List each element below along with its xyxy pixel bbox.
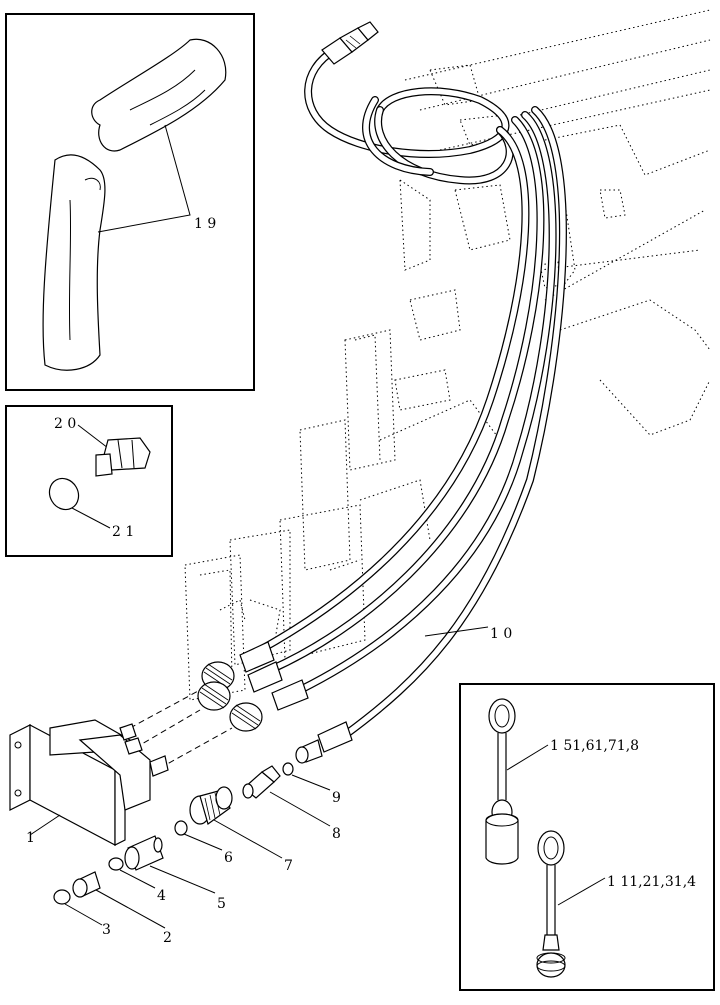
callout-19: 1 9 [194, 216, 216, 232]
oring-4 [108, 857, 124, 871]
hose-callout: 1 0 [424, 626, 512, 642]
oring-9 [282, 762, 294, 776]
callout-6: 6 [224, 850, 233, 866]
machine-frame-outline [184, 9, 711, 701]
callout-10: 1 0 [490, 626, 512, 642]
callout-8: 8 [332, 826, 341, 842]
inset-tools: 1 51,61,71,8 1 11,21,31,4 [459, 683, 715, 991]
oring-3 [53, 889, 71, 905]
callout-4: 4 [157, 888, 166, 904]
top-hose-fitting [321, 21, 379, 65]
inset-hose-sleeve-frame [5, 13, 255, 391]
callout-3: 3 [102, 922, 111, 938]
callout-7: 7 [284, 858, 293, 874]
oring [48, 477, 80, 511]
tool-b: 1 11,21,31,4 [536, 830, 696, 978]
sleeve-lower [42, 154, 106, 371]
callout-9: 9 [332, 790, 341, 806]
callout-tool-b: 1 11,21,31,4 [607, 874, 696, 890]
callout-2: 2 [163, 930, 172, 946]
inset-plug-oring: 2 0 2 1 [5, 405, 173, 557]
tool-a: 1 51,61,71,8 [485, 698, 639, 865]
coupler-block: 1 [9, 719, 169, 846]
inset-hose-sleeve: 1 9 [5, 13, 255, 391]
hose-end-fittings [197, 641, 353, 764]
assembly-lines [129, 689, 233, 769]
hydraulic-hoses [256, 46, 567, 739]
sleeve-upper [91, 38, 227, 152]
callout-20: 2 0 [54, 416, 76, 432]
inset-plug-oring-frame [5, 405, 173, 557]
callout-5: 5 [217, 896, 226, 912]
loose-parts: 2 3 4 5 6 7 8 9 [53, 762, 341, 946]
callout-21: 2 1 [112, 524, 134, 540]
callout-tool-a: 1 51,61,71,8 [550, 738, 639, 754]
oring-6 [174, 820, 188, 836]
callout-1: 1 [26, 830, 35, 846]
